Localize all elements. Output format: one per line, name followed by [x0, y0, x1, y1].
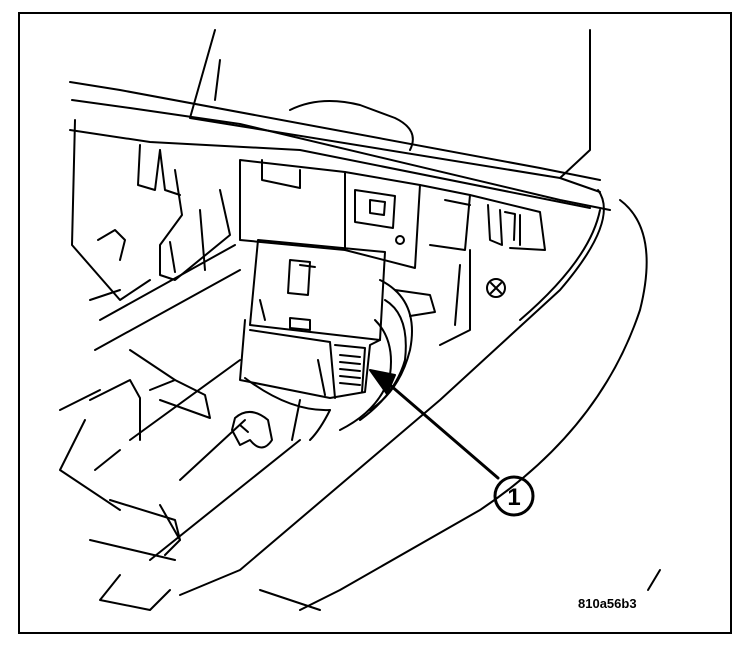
left-bracket — [71, 119, 231, 301]
callout-arrowhead — [369, 369, 396, 395]
mounting-bracket — [439, 249, 506, 346]
callout-number: 1 — [507, 484, 520, 511]
illustration-border — [18, 12, 732, 634]
callout-leader-line — [388, 383, 500, 480]
electrical-connector — [239, 239, 386, 412]
wire-clip — [231, 411, 273, 449]
figure-code-tick — [647, 569, 661, 591]
console-tray — [59, 244, 301, 561]
center-console — [99, 189, 648, 611]
dash-panel — [69, 29, 611, 211]
figure-code: 810a56b3 — [578, 596, 637, 611]
callout-circle — [493, 475, 535, 517]
switch-housing — [239, 159, 546, 269]
